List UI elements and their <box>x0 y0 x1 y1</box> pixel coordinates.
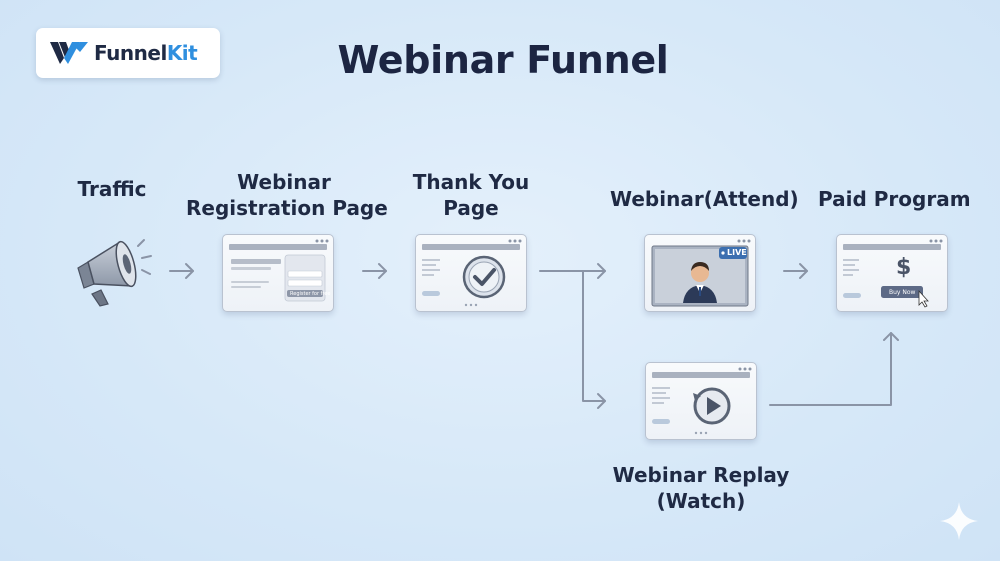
webinar-replay-card[interactable] <box>645 362 757 440</box>
webinar-attend-card[interactable]: LIVE <box>644 234 756 312</box>
label-thankyou-line2: Page <box>443 196 499 220</box>
register-button[interactable]: Register for free <box>290 291 331 297</box>
brand-name-part2: Kit <box>166 41 198 65</box>
label-paid: Paid Program <box>818 186 971 212</box>
page-title: Webinar Funnel <box>337 38 669 82</box>
arrow-thankyou-to-attend <box>539 263 606 279</box>
label-paid-text: Paid Program <box>818 187 971 211</box>
live-badge: LIVE <box>727 248 747 257</box>
label-thankyou: Thank You Page <box>406 169 536 221</box>
label-replay: Webinar Replay (Watch) <box>612 462 790 514</box>
funnelkit-logo-icon <box>50 42 88 64</box>
funnelkit-logo: FunnelKit <box>36 28 220 78</box>
label-replay-line2: (Watch) <box>656 489 746 513</box>
brand-name: FunnelKit <box>94 41 198 65</box>
label-registration-line1: Webinar <box>237 170 331 194</box>
thankyou-page-card[interactable] <box>415 234 527 312</box>
dollar-sign: $ <box>896 255 912 280</box>
buy-now-button[interactable]: Buy Now <box>889 289 916 296</box>
label-traffic-text: Traffic <box>77 177 147 201</box>
label-registration: Webinar Registration Page <box>186 169 388 221</box>
megaphone-icon <box>77 239 152 307</box>
label-replay-line1: Webinar Replay <box>612 463 790 487</box>
sparkle-icon <box>940 502 978 540</box>
arrow-replay-to-paid <box>769 332 899 406</box>
arrow-thankyou-to-replay <box>582 270 606 409</box>
label-registration-line2: Registration Page <box>186 196 388 220</box>
label-traffic: Traffic <box>70 176 154 202</box>
brand-name-part1: Funnel <box>94 41 167 65</box>
label-thankyou-line1: Thank You <box>412 170 530 194</box>
label-attend-text: Webinar(Attend) <box>610 187 799 211</box>
label-attend: Webinar(Attend) <box>610 186 799 212</box>
paid-program-card[interactable]: $ Buy Now <box>836 234 948 312</box>
registration-page-card[interactable]: Register for free <box>222 234 334 312</box>
arrow-attend-to-paid <box>783 263 808 279</box>
arrow-traffic-to-registration <box>169 263 194 279</box>
arrow-registration-to-thankyou <box>362 263 387 279</box>
